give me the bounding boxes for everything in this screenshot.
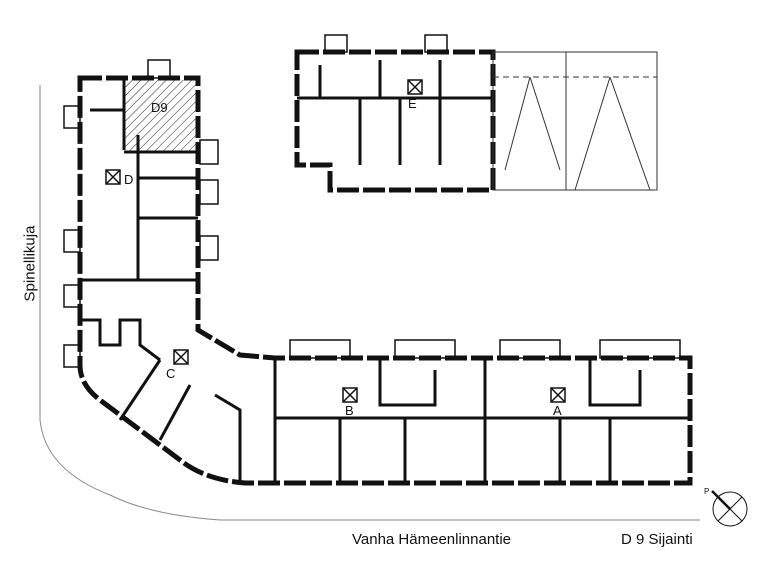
road-edge	[39, 85, 700, 521]
stair-label-e: E	[408, 96, 417, 111]
compass-letter: P	[704, 487, 709, 496]
stair-label-c: C	[166, 366, 175, 381]
street-label-west: Spinellikuja	[21, 225, 39, 302]
apartment-label-d9: D9	[151, 100, 168, 115]
main-building-outline	[77, 75, 693, 486]
interior-walls	[80, 80, 690, 483]
north-arrow-icon: P	[704, 487, 748, 527]
apartment-d9-highlight	[124, 80, 198, 152]
stair-label-d: D	[124, 172, 133, 187]
stair-label-b: B	[345, 403, 354, 418]
street-label-south: Vanha Hämeenlinnantie	[352, 531, 512, 548]
balconies	[63, 59, 681, 368]
location-caption: D 9 Sijainti	[621, 531, 693, 548]
carport	[492, 51, 658, 191]
north-building	[294, 34, 496, 193]
stair-label-a: A	[553, 403, 562, 418]
stair-cores	[105, 79, 566, 403]
